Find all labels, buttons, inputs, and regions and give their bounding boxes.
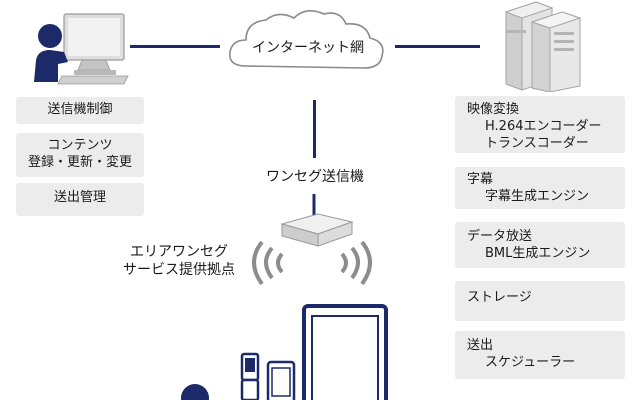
connector-cloud-server xyxy=(395,45,480,48)
right-box-storage: ストレージ xyxy=(455,281,625,321)
left-box-label: 送出管理 xyxy=(53,190,106,205)
right-box-item: BML生成エンジン xyxy=(485,246,591,261)
mobile-phone-icon xyxy=(240,352,296,400)
cloud-icon xyxy=(229,10,384,69)
server-icon xyxy=(504,1,582,92)
right-box-subtitles: 字幕 字幕生成エンジン xyxy=(455,167,625,209)
right-box-title: 字幕 xyxy=(467,172,494,187)
connector-operator-cloud xyxy=(130,45,220,48)
tablet-icon xyxy=(302,304,388,400)
right-box-item: 字幕生成エンジン xyxy=(485,189,590,204)
radio-wave-icon xyxy=(252,240,372,286)
connector-cloud-transmitter xyxy=(313,100,316,158)
left-box-label: 送信機制御 xyxy=(47,102,113,117)
viewer-person-icon xyxy=(181,384,209,400)
right-box-item: H.264エンコーダー xyxy=(485,119,602,134)
area-base-line2: サービス提供拠点 xyxy=(123,262,235,278)
right-box-title: データ放送 xyxy=(467,229,533,244)
operator-pc-icon xyxy=(34,13,129,85)
right-box-video-conversion: 映像変換 H.264エンコーダー トランスコーダー xyxy=(455,96,625,153)
right-box-delivery-scheduler: 送出 スケジューラー xyxy=(455,331,625,379)
area-base-label: エリアワンセグ サービス提供拠点 xyxy=(104,243,254,279)
transmitter-label: ワンセグ送信機 xyxy=(266,169,364,185)
left-box-content: コンテンツ 登録・更新・変更 xyxy=(16,133,144,177)
area-base-line1: エリアワンセグ xyxy=(130,244,228,260)
right-box-title: ストレージ xyxy=(467,290,532,305)
left-box-label: コンテンツ xyxy=(47,138,113,153)
cloud-label: インターネット網 xyxy=(252,40,364,56)
right-box-data-broadcast: データ放送 BML生成エンジン xyxy=(455,222,625,268)
right-box-item: トランスコーダー xyxy=(485,136,589,151)
right-box-item: スケジューラー xyxy=(485,355,576,370)
right-box-title: 映像変換 xyxy=(467,102,520,117)
right-box-title: 送出 xyxy=(467,338,494,353)
left-box-delivery-management: 送出管理 xyxy=(16,183,144,216)
left-box-label: 登録・更新・変更 xyxy=(27,155,132,170)
left-box-transmitter-control: 送信機制御 xyxy=(16,97,144,124)
transmitter-icon xyxy=(280,194,354,247)
